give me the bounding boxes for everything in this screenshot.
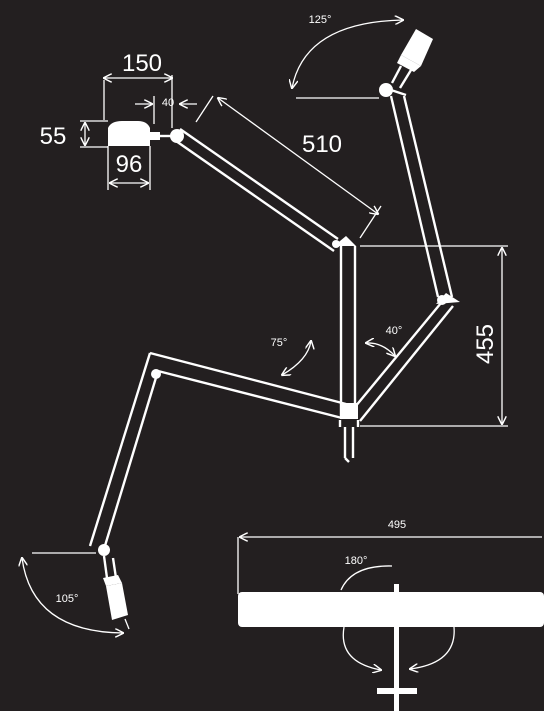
left-lower-arm bbox=[149, 351, 347, 420]
dimension-40: 40 bbox=[135, 96, 197, 124]
label-96: 96 bbox=[116, 151, 143, 178]
label-40-angle: 40° bbox=[386, 325, 403, 337]
label-495: 495 bbox=[388, 519, 406, 531]
label-180: 180° bbox=[345, 555, 368, 567]
lamp-head-bottom-left bbox=[102, 555, 130, 630]
right-upper-arm bbox=[379, 83, 454, 298]
dimension-150: 150 bbox=[104, 50, 172, 128]
central-post bbox=[332, 236, 360, 463]
label-40: 40 bbox=[162, 97, 174, 109]
upper-left-arm: 510 bbox=[175, 95, 382, 252]
label-55: 55 bbox=[40, 123, 67, 150]
label-105: 105° bbox=[56, 593, 79, 605]
dimension-455: 455 bbox=[360, 245, 508, 427]
label-75: 75° bbox=[271, 337, 288, 349]
lamp-head-top-right bbox=[390, 29, 433, 89]
dimension-55: 55 bbox=[40, 120, 108, 150]
label-125: 125° bbox=[309, 14, 332, 26]
label-150: 150 bbox=[122, 50, 162, 77]
lamp-head-top-left bbox=[108, 121, 184, 146]
label-510: 510 bbox=[302, 131, 342, 158]
left-upper-arm bbox=[88, 352, 160, 556]
base-view: 495 180° bbox=[237, 519, 544, 711]
angle-125: 125° bbox=[292, 14, 403, 99]
label-455: 455 bbox=[472, 324, 499, 364]
right-lower-arm bbox=[349, 293, 460, 422]
angle-105: 105° bbox=[22, 552, 123, 633]
angle-75: 75° bbox=[271, 337, 311, 375]
angle-40: 40° bbox=[366, 325, 402, 356]
dimension-96: 96 bbox=[107, 146, 151, 190]
